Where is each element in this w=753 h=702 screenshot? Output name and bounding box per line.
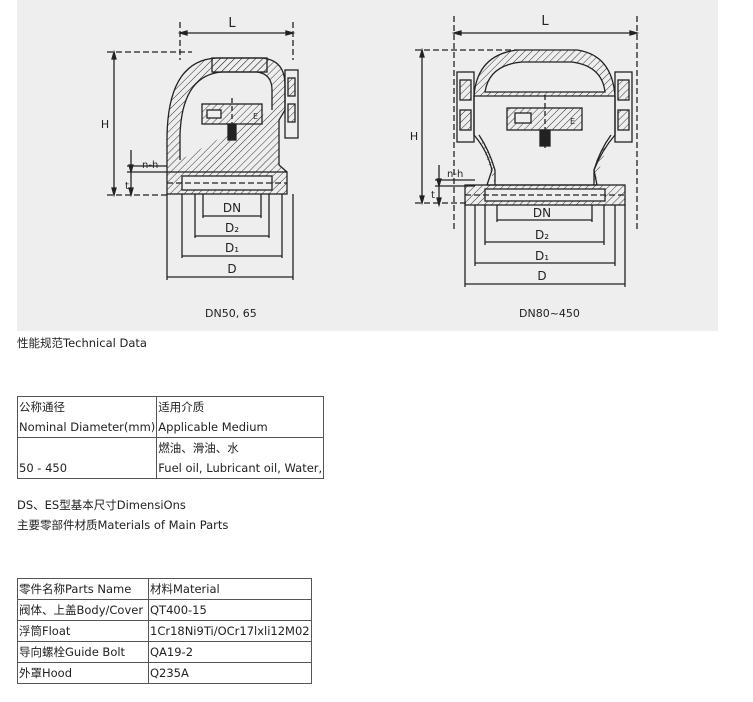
applicable-medium-header: 适用介质 Applicable Medium bbox=[156, 396, 325, 438]
float-e-label-right: E bbox=[570, 117, 575, 126]
table-row: 零件名称Parts Name 材料Material bbox=[17, 578, 312, 600]
left-l-label: L bbox=[228, 16, 236, 31]
left-h-label: H bbox=[101, 118, 109, 131]
right-t-label: t bbox=[431, 190, 435, 201]
left-drawing-caption: DN50, 65 bbox=[205, 307, 257, 320]
part-name-cell: 导向螺栓Guide Bolt bbox=[17, 641, 149, 663]
material-cell: 1Cr18Ni9Ti/OCr17lxli12M02 bbox=[148, 620, 312, 642]
right-dn-label: DN bbox=[533, 206, 551, 220]
right-drawing-labels: L H n-h t DN D₂ D₁ D bbox=[410, 14, 551, 283]
materials-table: 零件名称Parts Name 材料Material 阀体、上盖Body/Cove… bbox=[17, 578, 312, 684]
technical-data-table: 公称通径 Nominal Diameter(mm) 适用介质 Applicabl… bbox=[16, 396, 325, 479]
header-cn: 适用介质 bbox=[158, 400, 205, 414]
material-cell: QT400-15 bbox=[148, 599, 312, 621]
technical-data-heading: 性能规范Technical Data bbox=[17, 336, 147, 350]
right-d2-label: D₂ bbox=[535, 228, 549, 242]
medium-en: Fuel oil, Lubricant oil, Water, bbox=[158, 461, 323, 475]
table-row: 外罩Hood Q235A bbox=[17, 662, 312, 684]
float-e-label: E bbox=[253, 112, 258, 121]
part-name-cell: 浮筒Float bbox=[17, 620, 149, 642]
header-cn: 公称通径 bbox=[19, 400, 65, 414]
left-nh-label: n-h bbox=[142, 160, 158, 171]
nominal-diameter-header: 公称通径 Nominal Diameter(mm) bbox=[16, 396, 158, 438]
part-name-cell: 阀体、上盖Body/Cover bbox=[17, 599, 149, 621]
drawing-panel: E bbox=[17, 0, 718, 331]
applicable-medium-value: 燃油、滑油、水 Fuel oil, Lubricant oil, Water, bbox=[156, 437, 325, 479]
right-h-label: H bbox=[410, 130, 418, 143]
left-valve-drawing: E bbox=[107, 22, 299, 280]
left-drawing-labels: L H n-h t DN D₂ D₁ D bbox=[101, 16, 241, 276]
left-t-label: t bbox=[125, 181, 129, 192]
header-en: Nominal Diameter(mm) bbox=[19, 420, 156, 434]
valve-drawings: E bbox=[101, 14, 640, 287]
dimensions-heading: DS、ES型基本尺寸DimensiOns bbox=[17, 498, 186, 512]
table-row: 公称通径 Nominal Diameter(mm) 适用介质 Applicabl… bbox=[16, 396, 325, 438]
materials-heading: 主要零部件材质Materials of Main Parts bbox=[17, 518, 229, 532]
material-cell: Q235A bbox=[148, 662, 312, 684]
left-d2-label: D₂ bbox=[225, 221, 239, 235]
right-nh-label: n-h bbox=[447, 169, 463, 180]
material-header: 材料Material bbox=[148, 578, 312, 600]
nominal-diameter-value: 50 - 450 bbox=[16, 437, 158, 479]
table-row: 浮筒Float 1Cr18Ni9Ti/OCr17lxli12M02 bbox=[17, 620, 312, 642]
parts-name-header: 零件名称Parts Name bbox=[17, 578, 149, 600]
material-cell: QA19-2 bbox=[148, 641, 312, 663]
header-en: Applicable Medium bbox=[158, 420, 268, 434]
right-d1-label: D₁ bbox=[535, 249, 549, 263]
part-name-cell: 外罩Hood bbox=[17, 662, 149, 684]
right-l-label: L bbox=[541, 14, 549, 29]
right-d-label: D bbox=[537, 269, 546, 283]
left-d-label: D bbox=[227, 262, 236, 276]
table-row: 阀体、上盖Body/Cover QT400-15 bbox=[17, 599, 312, 621]
right-drawing-caption: DN80~450 bbox=[519, 307, 580, 320]
medium-cn: 燃油、滑油、水 bbox=[158, 441, 239, 455]
table-row: 50 - 450 燃油、滑油、水 Fuel oil, Lubricant oil… bbox=[16, 437, 325, 479]
right-valve-drawing: E bbox=[415, 16, 640, 287]
left-d1-label: D₁ bbox=[225, 241, 239, 255]
table-row: 导向螺栓Guide Bolt QA19-2 bbox=[17, 641, 312, 663]
left-dn-label: DN bbox=[223, 201, 241, 215]
